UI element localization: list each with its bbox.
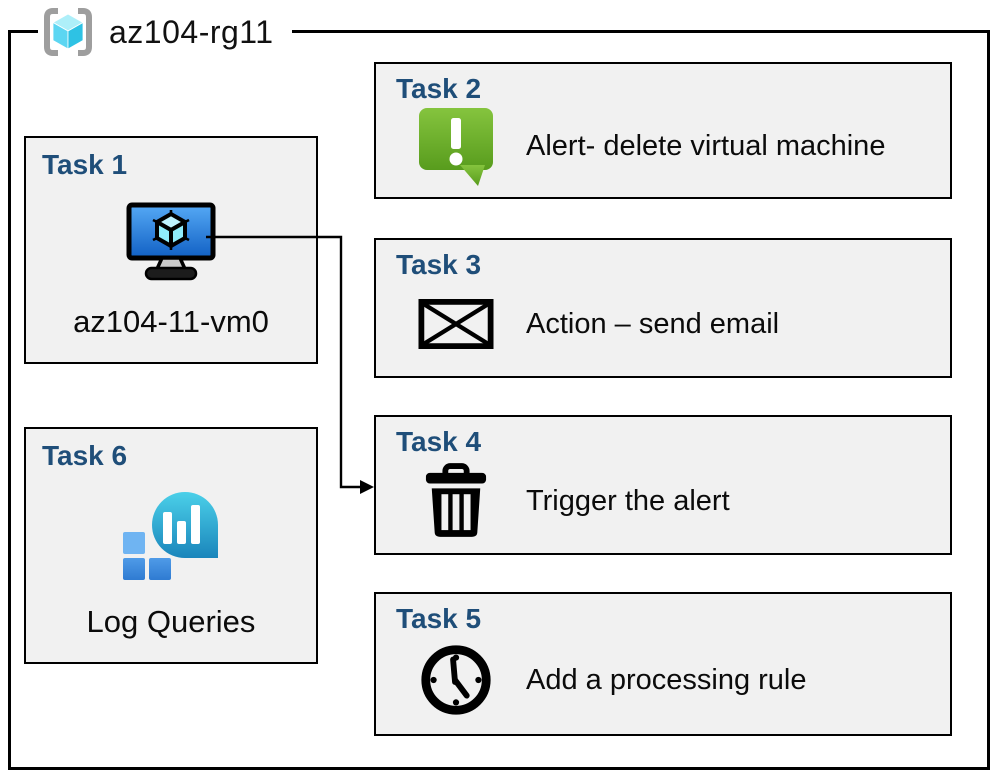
resource-group-name: az104-rg11 — [109, 13, 274, 50]
task4-box: Task 4 Trigger the alert — [374, 415, 952, 555]
task6-title: Task 6 — [42, 440, 128, 471]
task5-box: Task 5 Add a processing rule — [374, 592, 952, 736]
resource-group-header: az104-rg11 — [38, 4, 292, 60]
task3-title: Task 3 — [396, 249, 482, 280]
task3-box: Task 3 Action – send email — [374, 238, 952, 378]
clock-icon — [414, 641, 498, 719]
task5-label: Add a processing rule — [526, 663, 807, 696]
task3-label: Action – send email — [526, 307, 780, 340]
task1-title: Task 1 — [42, 149, 128, 180]
task4-title: Task 4 — [396, 426, 482, 457]
task1-box: Task 1 — [24, 136, 318, 364]
task2-label: Alert- delete virtual machine — [526, 130, 886, 163]
alert-icon — [414, 107, 498, 187]
task6-box: Task 6 Log Queries — [24, 427, 318, 664]
task2-box: Task 2 Alert- delete virtual machine — [374, 62, 952, 199]
task1-label: az104-11-vm0 — [73, 304, 269, 339]
task6-label: Log Queries — [86, 604, 256, 639]
log-analytics-icon — [123, 472, 219, 604]
resource-group-icon — [42, 7, 94, 57]
task4-label: Trigger the alert — [526, 484, 730, 517]
task2-title: Task 2 — [396, 73, 482, 104]
task5-title: Task 5 — [396, 603, 482, 634]
trash-icon — [414, 462, 498, 540]
email-icon — [414, 299, 498, 350]
virtual-machine-icon — [125, 181, 217, 304]
